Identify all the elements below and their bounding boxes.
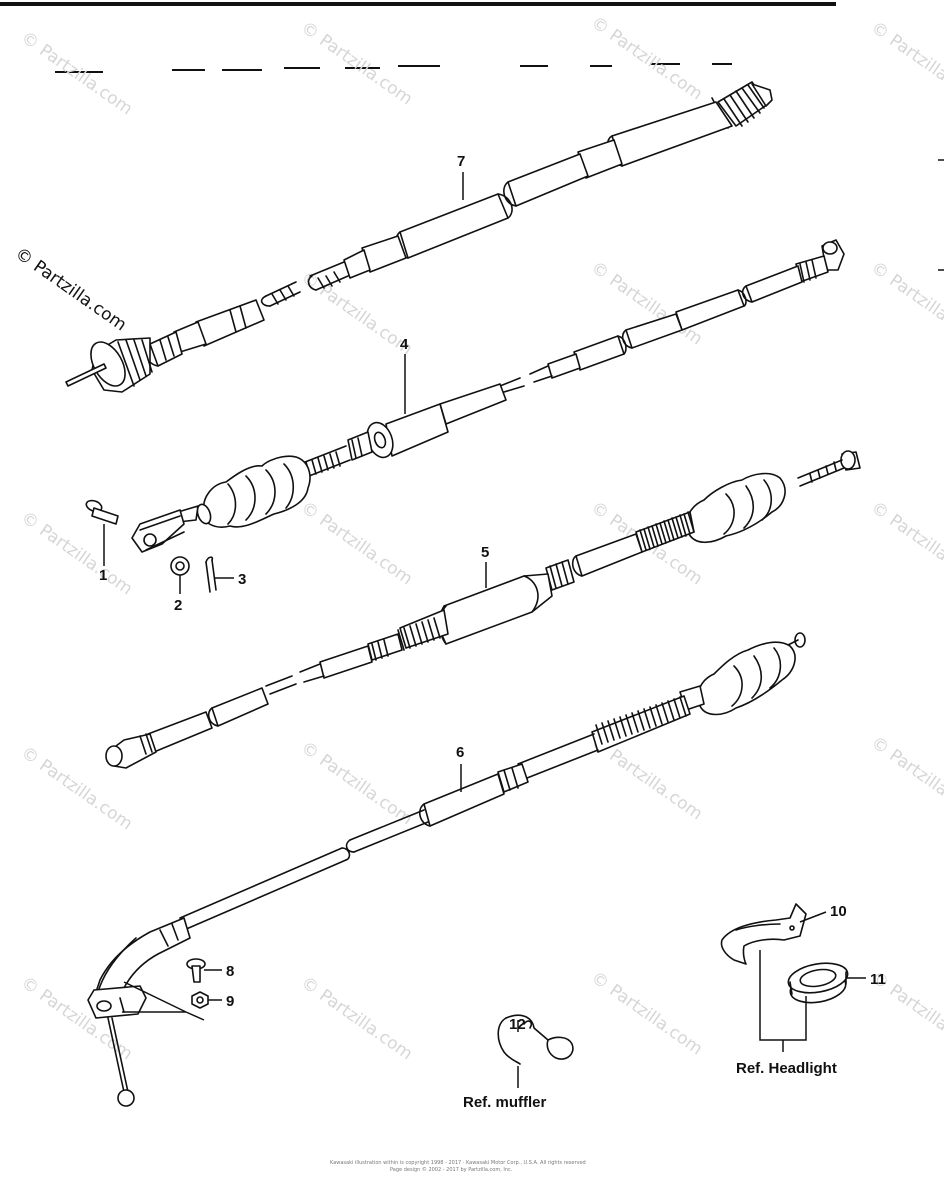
watermark: © Partzilla.com bbox=[17, 28, 136, 120]
callout-7: 7 bbox=[457, 153, 465, 170]
headlight-bracket bbox=[759, 950, 807, 1052]
part-8-screw[interactable] bbox=[186, 958, 206, 983]
watermark: © Partzilla.com bbox=[867, 258, 944, 350]
copyright-line-2: Page design © 2002 - 2017 by Partzilla.c… bbox=[390, 1166, 513, 1173]
watermark-large: © Partzilla.com bbox=[11, 244, 130, 336]
watermark: © Partzilla.com bbox=[297, 18, 416, 110]
watermark: © Partzilla.com bbox=[867, 18, 944, 110]
ref-headlight-label: Ref. Headlight bbox=[736, 1060, 837, 1077]
part-2-washer[interactable] bbox=[170, 556, 190, 576]
watermark: © Partzilla.com bbox=[297, 738, 416, 830]
callout-11: 11 bbox=[870, 971, 886, 988]
leader-10 bbox=[799, 911, 827, 923]
cable-6-throttle-return[interactable] bbox=[87, 632, 806, 1107]
watermark: © Partzilla.com bbox=[867, 498, 944, 590]
watermark: © Partzilla.com bbox=[587, 968, 706, 1060]
cable-4-clutch[interactable] bbox=[131, 239, 845, 553]
watermark: © Partzilla.com bbox=[297, 498, 416, 590]
part-3-cotter-pin[interactable] bbox=[205, 556, 217, 593]
part-9-nut[interactable] bbox=[191, 991, 209, 1009]
callout-12: 12 bbox=[509, 1016, 526, 1033]
cable-5-throttle[interactable] bbox=[105, 450, 861, 769]
callout-9: 9 bbox=[226, 993, 234, 1010]
header-rule bbox=[55, 63, 732, 73]
callout-8: 8 bbox=[226, 963, 234, 980]
callout-10: 10 bbox=[830, 903, 847, 920]
callout-3: 3 bbox=[238, 571, 246, 588]
watermark: © Partzilla.com bbox=[587, 13, 706, 105]
watermark: © Partzilla.com bbox=[297, 268, 416, 360]
part-12-muffler-band[interactable] bbox=[497, 1014, 574, 1065]
bracket-lines bbox=[122, 981, 205, 1021]
watermark: © Partzilla.com bbox=[17, 508, 136, 600]
callout-4: 4 bbox=[400, 336, 409, 353]
callout-5: 5 bbox=[481, 544, 489, 561]
callout-6: 6 bbox=[456, 744, 464, 761]
watermark: © Partzilla.com bbox=[297, 973, 416, 1065]
cable-7-speedometer[interactable] bbox=[65, 81, 773, 393]
callout-2: 2 bbox=[174, 597, 182, 614]
edge-mark bbox=[938, 159, 944, 271]
watermark: © Partzilla.com bbox=[867, 733, 944, 825]
part-11-grommet[interactable] bbox=[786, 959, 850, 1007]
copyright-line-1: Kawasaki illustration within is copyrigh… bbox=[330, 1160, 586, 1166]
ref-muffler-label: Ref. muffler bbox=[463, 1094, 547, 1111]
part-1-clevis-pin[interactable] bbox=[85, 499, 119, 525]
callout-1: 1 bbox=[99, 567, 107, 584]
part-10-headlight-clamp[interactable] bbox=[720, 903, 807, 965]
